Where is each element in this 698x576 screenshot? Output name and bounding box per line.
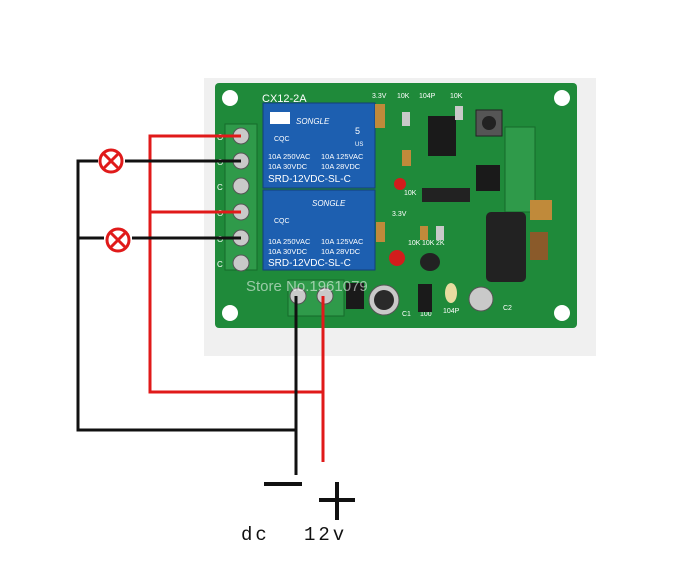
plus-symbol-vertical [335, 482, 339, 520]
lamp-1 [98, 148, 124, 174]
voltage-label: 12v [304, 524, 348, 546]
black-wires [76, 159, 298, 475]
red-wires [148, 134, 325, 462]
silk-c2: C2 [503, 305, 512, 312]
relay-bottom: SONGLE CQC 10A 250VAC 10A 125VAC 10A 30V… [262, 189, 376, 271]
lamp-2 [105, 227, 131, 253]
relay-pins: 5 [355, 126, 360, 136]
mount-hole [554, 90, 570, 106]
silk-c1: C1 [402, 311, 411, 318]
mount-hole [222, 90, 238, 106]
silk-10k: 10K [404, 190, 417, 197]
relay-rating: 10A 28VDC [321, 247, 361, 256]
silk-104p: 104P [443, 308, 460, 315]
relay-terminal-block [224, 123, 258, 271]
relay-us: US [355, 142, 363, 148]
red-wire-relay1-common [148, 134, 323, 394]
relay-rating: 10A 30VDC [268, 247, 308, 256]
board-components [346, 104, 552, 316]
black-wire-lamp-return [76, 159, 296, 432]
relay-top: SONGLE CQC 5 US 10A 250VAC 10A 125VAC 10… [262, 102, 376, 189]
relay-rating: 10A 28VDC [321, 162, 361, 171]
relay-brand: SONGLE [312, 199, 346, 208]
relay-rating: 10A 125VAC [321, 152, 364, 161]
power-screw [316, 287, 334, 305]
mount-hole [222, 305, 238, 321]
power-screw [289, 287, 307, 305]
silk-3v3: 3.3V [372, 93, 387, 100]
terminal-label: C [217, 260, 223, 269]
terminal-label: C [217, 183, 223, 192]
cqc-mark: CQC [274, 218, 290, 225]
silk-10k: 10K [450, 93, 463, 100]
silk-10k: 10K [422, 240, 435, 247]
minus-symbol [264, 482, 302, 486]
relay-rating: 10A 250VAC [268, 152, 311, 161]
store-watermark: Store No.1961079 [246, 278, 368, 295]
silk-2k: 2K [436, 240, 445, 247]
relay-rating: 10A 30VDC [268, 162, 308, 171]
relay-rating: 10A 250VAC [268, 237, 311, 246]
mount-hole [554, 305, 570, 321]
dc-label: dc [241, 524, 270, 546]
relay-model: SRD-12VDC-SL-C [268, 258, 351, 269]
silk-10k: 10K [408, 240, 421, 247]
relay-model: SRD-12VDC-SL-C [268, 174, 351, 185]
relay-brand: SONGLE [296, 117, 330, 126]
board-model: CX12-2A [262, 93, 307, 105]
cqc-mark: CQC [274, 136, 290, 143]
silk-104p: 104P [419, 93, 436, 100]
relay-rating: 10A 125VAC [321, 237, 364, 246]
silk-100: 100 [420, 311, 432, 318]
silk-10k: 10K [397, 93, 410, 100]
silk-3v3: 3.3V [392, 211, 407, 218]
